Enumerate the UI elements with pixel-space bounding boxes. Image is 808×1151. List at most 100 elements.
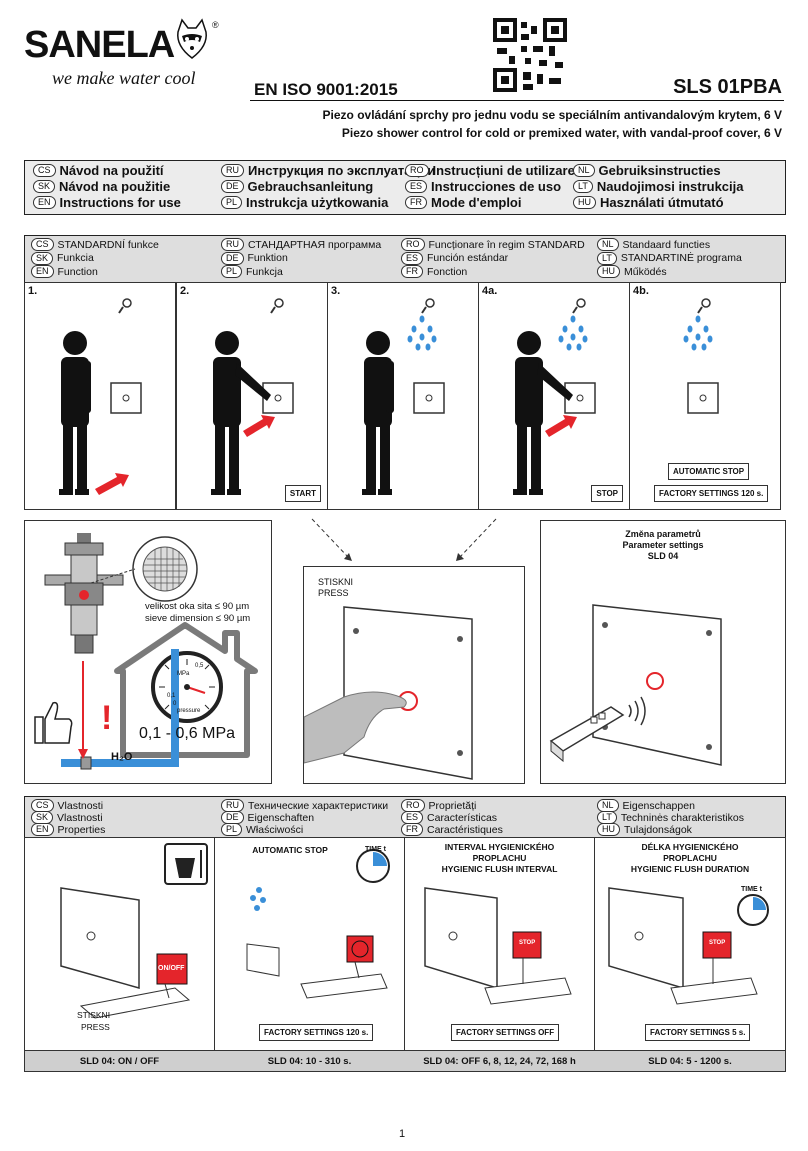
language-code: HU (597, 265, 620, 278)
gauge-tick-05: 0,5 (195, 663, 204, 669)
control-panel-icon (687, 382, 719, 414)
duration-title-3: HYGIENIC FLUSH DURATION (630, 864, 750, 874)
language-label: Návod na použití (59, 163, 164, 178)
factory-settings-label: FACTORY SETTINGS 120 s. (259, 1024, 374, 1041)
factory-settings-label: FACTORY SETTINGS 120 s. (654, 485, 769, 502)
header-label: Standaard functies (622, 238, 711, 251)
dashed-arrows (311, 518, 497, 561)
person-silhouette-icon (59, 331, 91, 495)
language-code: PL (221, 265, 243, 278)
duration-title-2: PROPLACHU (663, 853, 717, 863)
gauge-unit: MPa (177, 671, 190, 677)
language-label: Инструкция по эксплуатации (248, 163, 436, 178)
language-code: FR (401, 265, 423, 278)
step-number: 4b. (633, 285, 649, 297)
step-arrow-icon (95, 473, 129, 495)
header-label: Właściwości (246, 823, 304, 836)
step-number: 3. (331, 285, 341, 297)
warning-mark: ! (101, 699, 113, 737)
interval-title-1: INTERVAL HYGIENICKÉHO (444, 842, 555, 852)
language-code: NL (597, 238, 619, 251)
language-label: Instrucciones de uso (431, 179, 562, 194)
language-code: LT (573, 180, 593, 193)
press-panel: STISKNI PRESS (303, 566, 525, 784)
header-label: Properties (57, 823, 106, 836)
sld-auto-stop-range: SLD 04: 10 - 310 s. (267, 1055, 352, 1067)
control-panel-icon (564, 382, 596, 414)
wireless-signal-icon (628, 696, 646, 726)
language-code: ES (405, 180, 428, 193)
language-code: EN (31, 823, 54, 836)
language-label: Gebrauchsanleitung (247, 179, 374, 194)
language-code: EN (33, 196, 56, 209)
header-label: Eigenschaften (247, 811, 315, 824)
remote-control-icon (549, 706, 625, 763)
interval-title-3: HYGIENIC FLUSH INTERVAL (441, 864, 558, 874)
header-label: Funcționare în regim STANDARD (428, 238, 585, 251)
language-label: Instructions for use (59, 195, 181, 210)
shower-sensor-icon (421, 298, 435, 314)
sieve-mesh-icon (142, 546, 188, 592)
step-action-label: STOP (591, 485, 623, 502)
auto-stop-label: AUTOMATIC STOP (668, 463, 750, 480)
language-code: DE (221, 180, 244, 193)
header-label: Működés (624, 265, 667, 278)
language-code: RU (221, 799, 244, 812)
gauge-label: pressure (177, 708, 201, 714)
language-label: Mode d'emploi (431, 195, 522, 210)
person-silhouette-icon (211, 331, 271, 495)
language-label: Návod na použitie (59, 179, 171, 194)
language-code: RO (405, 164, 429, 177)
param-title-sld: SLD 04 (647, 551, 679, 561)
product-description-cz: Piezo ovládání sprchy pro jednu vodu se … (322, 108, 782, 122)
header-rule (250, 100, 784, 101)
sieve-size-cz: velikost oka sita ≤ 90 µm (145, 601, 250, 612)
iso-standard: EN ISO 9001:2015 (254, 80, 398, 99)
water-label: H₂O (111, 751, 133, 763)
factory-settings-label: FACTORY SETTINGS 5 s. (645, 1024, 751, 1041)
header-label: Function (57, 265, 98, 278)
language-label: Instrucțiuni de utilizare (432, 163, 575, 178)
language-code: FR (405, 196, 427, 209)
auto-stop-title: AUTOMATIC STOP (252, 845, 328, 855)
language-code: FR (401, 823, 423, 836)
step-number: 4a. (482, 285, 498, 297)
header-label: STANDARDNÍ funkce (57, 238, 159, 251)
press-arrow-icon (545, 415, 577, 437)
header-label: Caractéristiques (427, 823, 503, 836)
property-automatic-stop: AUTOMATIC STOP TIME t FACTORY SETTINGS 1… (214, 837, 405, 1051)
header-label: Eigenschappen (622, 799, 695, 812)
step-panel-1: 1. (24, 282, 176, 510)
step-action-label: START (284, 485, 321, 502)
step-panel-5: 4b. AUTOMATIC STOP FACTORY SETTINGS 120 s. (629, 282, 781, 510)
pressure-range: 0,1 - 0,6 MPa (139, 725, 236, 742)
press-label-en: PRESS (81, 1022, 110, 1032)
header-label: Vlastnosti (57, 799, 104, 812)
language-code: PL (221, 196, 243, 209)
stop-label: STOP (519, 940, 536, 946)
language-code: SK (31, 251, 54, 265)
interval-title-2: PROPLACHU (472, 853, 527, 863)
language-code: HU (573, 196, 596, 209)
qr-code-icon (493, 18, 567, 92)
press-label-cz: STISKNI (77, 1010, 111, 1020)
parameter-settings-panel: Změna parametrů Parameter settings SLD 0… (540, 520, 786, 784)
